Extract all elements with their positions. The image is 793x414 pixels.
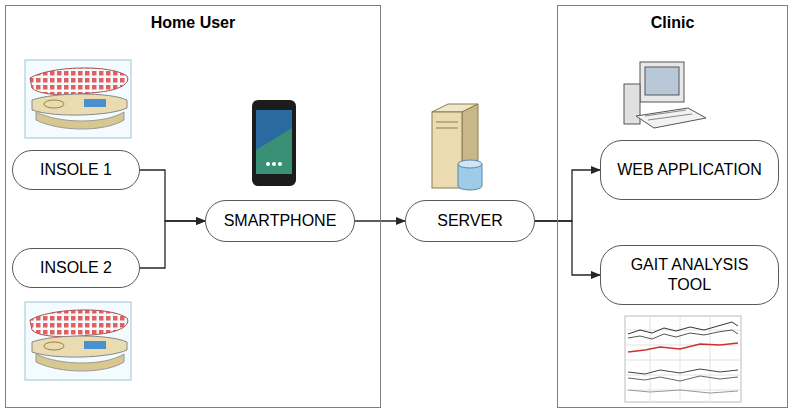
region-title: Clinic [558,14,787,32]
computer-icon [624,62,706,128]
server-box: SERVER [405,200,535,242]
application-box: GAIT ANALYSIS TOOL [600,245,779,305]
region-box: Home UserINSOLE 1 INSOLE 2 SMARTPHONE [5,5,381,408]
insole-illustration [25,60,131,138]
box-label: WEB APPLICATION [607,160,772,180]
region-box: ClinicWEB APPLICATION GAIT ANALYSIS TOOL [557,5,788,408]
box-label: SERVER [427,211,513,231]
box-label: SMARTPHONE [214,211,347,231]
application-box: WEB APPLICATION [600,140,779,200]
box-label: INSOLE 1 [30,160,122,180]
smartphone-icon [252,100,296,186]
box-label: INSOLE 2 [30,258,122,278]
device-box: INSOLE 2 [12,248,140,288]
server-icon [432,104,482,190]
device-box: INSOLE 1 [12,150,140,190]
flow-arrow [140,221,205,268]
flow-arrow [535,170,600,221]
gait-chart-thumbnail [625,316,741,402]
flow-arrow [355,220,405,221]
insole-illustration [25,302,131,380]
region-title: Home User [6,14,380,32]
box-label: GAIT ANALYSIS TOOL [601,255,778,295]
flow-arrow [535,221,600,275]
flow-arrow [140,170,205,221]
device-box: SMARTPHONE [205,200,355,242]
